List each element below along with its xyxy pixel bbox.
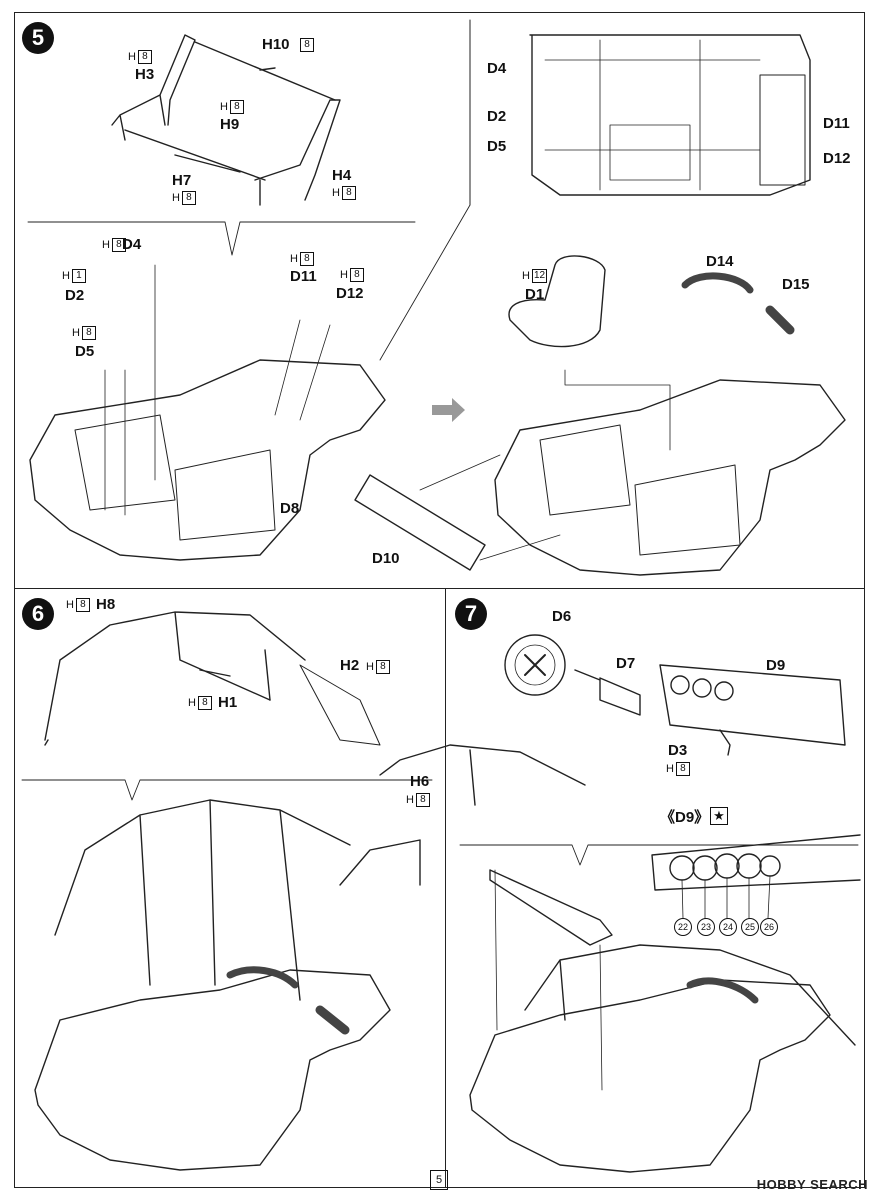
- decal-number: 24: [719, 918, 737, 936]
- inset-label-d5: D5: [487, 138, 507, 155]
- step-6-badge: 6: [22, 598, 54, 630]
- part-label-h9: H9: [220, 116, 240, 133]
- part-label-d9: D9: [766, 657, 786, 674]
- decal-number: 22: [674, 918, 692, 936]
- step-7-panel: [445, 588, 865, 1188]
- part-label-h10: H10: [262, 36, 290, 53]
- part-label-d7: D7: [616, 655, 636, 672]
- inset-label-d11: D11: [823, 115, 850, 132]
- part-label-d8: D8: [280, 500, 300, 517]
- part-label-d5: D5: [75, 343, 95, 360]
- runner-tag-h10: 8: [300, 38, 314, 52]
- part-label-h2: H2: [340, 657, 360, 674]
- part-label-h6: H6: [410, 773, 430, 790]
- part-label-d15: D15: [782, 276, 810, 293]
- part-label-h4: H4: [332, 167, 352, 184]
- part-label-d14: D14: [706, 253, 734, 270]
- page-number: 5: [430, 1170, 448, 1190]
- part-label-h7: H7: [172, 172, 192, 189]
- part-label-d11: D11: [290, 268, 317, 285]
- watermark-logo: HOBBY SEARCH: [756, 1177, 868, 1192]
- decal-number: 26: [760, 918, 778, 936]
- step-7-badge: 7: [455, 598, 487, 630]
- decal-star-icon: ★: [710, 807, 728, 825]
- step-5-badge: 5: [22, 22, 54, 54]
- part-label-d2: D2: [65, 287, 85, 304]
- inset-label-d2: D2: [487, 108, 507, 125]
- decal-number: 23: [697, 918, 715, 936]
- decal-number: 25: [741, 918, 759, 936]
- part-label-h8: H8: [96, 596, 116, 613]
- inset-label-d4: D4: [487, 60, 507, 77]
- part-label-d1: D1: [525, 286, 545, 303]
- part-label-d12: D12: [336, 285, 364, 302]
- part-label-d3: D3: [668, 742, 688, 759]
- part-label-d10: D10: [372, 550, 400, 567]
- part-label-h1: H1: [218, 694, 238, 711]
- inset-label-d12: D12: [823, 150, 851, 167]
- part-label-d6: D6: [552, 608, 572, 625]
- part-label-d4: D4: [122, 236, 142, 253]
- decal-inset-title: 《D9》: [660, 809, 710, 826]
- part-label-h3: H3: [135, 66, 155, 83]
